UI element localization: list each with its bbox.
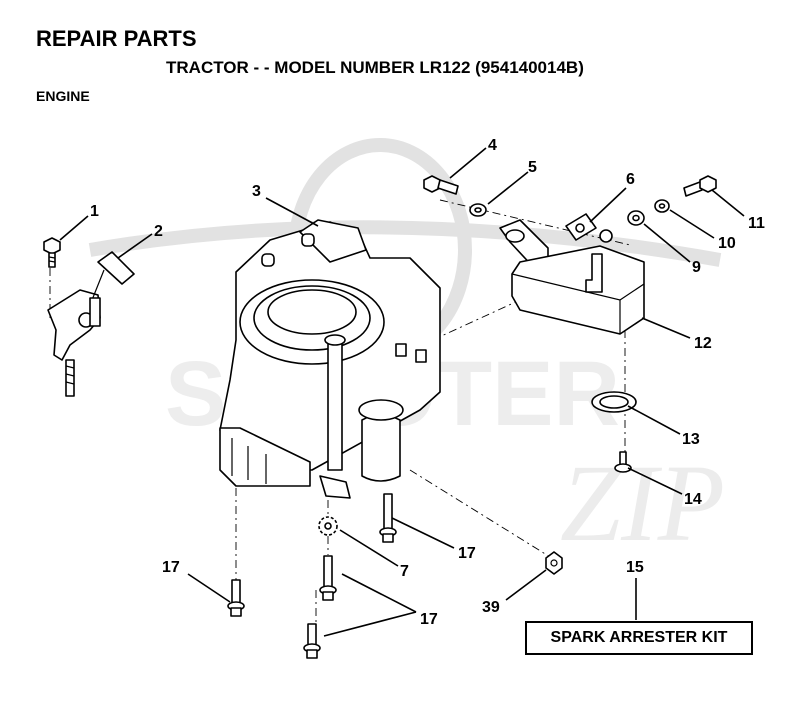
page-title: REPAIR PARTS [36,26,197,51]
part-6-gasket [499,213,597,271]
leader-lines [59,147,745,637]
section-label: ENGINE [36,88,90,104]
watermark-script: ZIP [560,442,725,564]
callout-13: 13 [682,431,700,448]
part-4-bolt [423,175,459,195]
part-10-lock-washer [654,199,670,213]
part-13-spark-arrester-screen [591,391,637,413]
part-3-engine [219,219,441,499]
callout-numbers: 1 2 3 4 5 6 11 10 9 12 13 14 15 17 7 17 … [90,137,765,628]
callout-17-right: 17 [458,545,476,562]
part-11-bolt [683,175,717,197]
model-subtitle: TRACTOR - - MODEL NUMBER LR122 (95414001… [166,58,584,77]
callout-15: 15 [626,559,644,576]
callout-17-bottom: 17 [420,611,438,628]
callout-3: 3 [252,183,261,200]
callout-12: 12 [694,335,712,352]
part-17-bolt-bottom [303,623,321,659]
part-1-bolt [43,237,61,268]
callout-14: 14 [684,491,702,508]
callout-5: 5 [528,159,537,176]
part-7-star-washer [318,516,338,536]
callout-9: 9 [692,259,701,276]
callout-7: 7 [400,563,409,580]
callout-11: 11 [748,215,765,232]
spark-arrester-kit-label: SPARK ARRESTER KIT [525,621,753,655]
part-2-throttle-bracket [47,251,135,397]
part-14-screw [614,451,632,473]
part-17-bolt-left [227,579,245,617]
part-17-bolt-center [319,555,337,601]
part-12-muffler [511,229,645,335]
part-39-nut [545,551,563,575]
callout-4: 4 [488,137,497,154]
part-9-washer [627,210,645,226]
callout-2: 2 [154,223,163,240]
callout-39: 39 [482,599,500,616]
part-17-bolt-right [379,493,397,543]
callout-1: 1 [90,203,99,220]
callout-10: 10 [718,235,736,252]
part-5-washer [469,203,487,217]
callout-6: 6 [626,171,635,188]
callout-17-left: 17 [162,559,180,576]
